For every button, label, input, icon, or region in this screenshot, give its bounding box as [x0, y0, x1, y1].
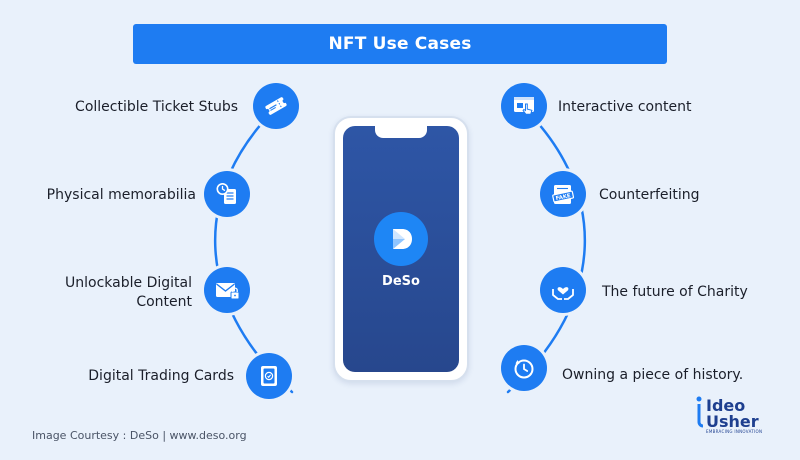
heart-hands-icon	[540, 267, 586, 313]
svg-text:FAKE: FAKE	[555, 193, 571, 202]
left-item-label-3: Unlockable Digital Content	[65, 275, 192, 310]
phone-screen: DeSo	[343, 126, 459, 372]
touch-screen-icon	[501, 83, 547, 129]
phone-mockup: DeSo	[333, 116, 469, 382]
brand-mark-icon	[696, 396, 704, 428]
brand-line1: Ideo	[706, 396, 746, 415]
left-item-label-4: Digital Trading Cards	[88, 368, 234, 384]
history-clock-icon	[501, 345, 547, 391]
locked-mail-icon	[204, 267, 250, 313]
deso-logo-icon	[374, 212, 428, 266]
document-history-icon	[204, 171, 250, 217]
brand-line2: Usher	[706, 412, 759, 431]
fake-stamp-icon: FAKE	[540, 171, 586, 217]
trading-card-icon	[246, 353, 292, 399]
right-item-label-3: The future of Charity	[602, 284, 748, 300]
brand-logo: Ideo Usher EMBRACING INNOVATION	[694, 394, 768, 434]
phone-notch	[375, 126, 427, 138]
ticket-icon	[253, 83, 299, 129]
right-item-label-2: Counterfeiting	[599, 187, 700, 203]
brand-tagline: EMBRACING INNOVATION	[706, 429, 763, 434]
diagram-title: NFT Use Cases	[133, 24, 667, 64]
left-item-label-1: Collectible Ticket Stubs	[75, 99, 238, 115]
right-item-label-4: Owning a piece of history.	[562, 367, 744, 383]
diagram-title-text: NFT Use Cases	[328, 34, 472, 54]
left-item-label-2: Physical memorabilia	[46, 187, 196, 203]
left-arc	[214, 104, 294, 394]
image-credit: Image Courtesy : DeSo | www.deso.org	[32, 429, 247, 442]
right-item-label-1: Interactive content	[558, 99, 692, 115]
app-name: DeSo	[382, 274, 420, 289]
